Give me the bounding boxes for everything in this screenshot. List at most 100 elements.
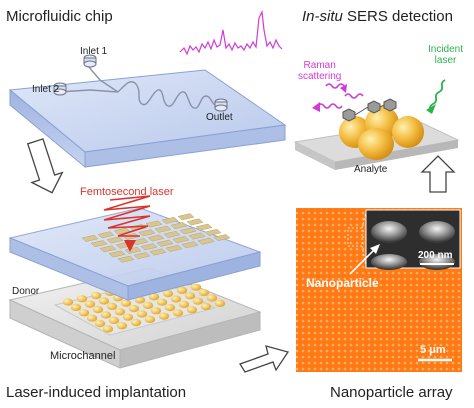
implanted-nanoparticle: [78, 309, 90, 317]
implanted-nanoparticle: [162, 290, 174, 298]
raman-label-line1: Raman: [303, 60, 336, 71]
implanted-nanoparticle: [214, 299, 226, 307]
implanted-nanoparticle: [158, 312, 170, 320]
main-scale-label: 5 μm: [420, 344, 446, 356]
implanted-nanoparticle: [164, 304, 176, 312]
implanted-nanoparticle: [100, 311, 112, 319]
implanted-nanoparticle: [90, 292, 102, 300]
incident-label-line1: Incident: [428, 44, 464, 55]
donor-film-tile: [195, 223, 213, 231]
implanted-nanoparticle: [62, 298, 74, 306]
incident-laser-label: Incident laser: [428, 44, 463, 66]
array-panel-title: Nanoparticle array: [330, 384, 453, 401]
donor-film-tile: [147, 234, 165, 242]
implanted-nanoparticle: [108, 316, 120, 324]
nanoparticle-array-micrograph: [296, 208, 462, 372]
implanted-nanoparticle: [144, 315, 156, 323]
donor-film-tile: [149, 248, 167, 256]
implanted-nanoparticle: [192, 297, 204, 305]
implanted-nanoparticle: [128, 305, 140, 313]
donor-film-tile: [204, 228, 222, 236]
donor-film-tile: [97, 231, 115, 239]
implanted-nanoparticle: [92, 306, 104, 314]
donor-film-tile: [108, 250, 126, 258]
donor-film-tile: [163, 230, 181, 238]
donor-film-tile: [170, 222, 188, 230]
implanted-nanoparticle: [136, 310, 148, 318]
femtosecond-laser-label: Femtosecond laser: [80, 186, 174, 198]
implanted-nanoparticle: [114, 308, 126, 316]
nanoparticle-label: Nanoparticle: [306, 276, 379, 290]
flow-arrow-right-icon: [239, 345, 290, 373]
donor-film-tile: [179, 227, 197, 235]
sers-title-italic: In-situ: [302, 8, 343, 25]
implanted-nanoparticle: [130, 319, 142, 327]
implanted-nanoparticle: [206, 294, 218, 302]
sers-title-rest: SERS detection: [342, 8, 453, 25]
donor-film-tile: [90, 240, 108, 248]
implanted-nanoparticle: [106, 302, 118, 310]
implanted-nanoparticle: [172, 309, 184, 317]
raman-scattering-label: Raman scattering: [298, 60, 341, 82]
donor-film-tile: [145, 220, 163, 228]
implanted-nanoparticle: [170, 295, 182, 303]
implanted-nanoparticle: [122, 313, 134, 321]
implantation-panel-title: Laser-induced implantation: [6, 384, 187, 401]
donor-film-tile: [131, 238, 149, 246]
implanted-nanoparticle: [148, 293, 160, 301]
chip-panel-title: Microfluidic chip: [6, 8, 113, 25]
implanted-nanoparticle: [102, 325, 114, 333]
implanted-nanoparticle: [134, 296, 146, 304]
implanted-nanoparticle: [184, 292, 196, 300]
implanted-nanoparticle: [120, 299, 132, 307]
inlet-2-label: Inlet 2: [32, 84, 60, 95]
donor-film-tile: [165, 244, 183, 252]
implanted-nanoparticle: [86, 314, 98, 322]
implanted-nanoparticle: [178, 300, 190, 308]
implanted-nanoparticle: [198, 289, 210, 297]
implanted-nanoparticle: [176, 286, 188, 294]
raman-label-line2: scattering: [298, 71, 342, 82]
donor-film-tile: [188, 232, 206, 240]
implanted-nanoparticle: [190, 283, 202, 291]
raman-spectrum-trace: [179, 9, 283, 56]
incident-label-line2: laser: [434, 55, 457, 66]
implanted-nanoparticle: [70, 303, 82, 311]
implanted-nanoparticle: [142, 301, 154, 309]
implanted-nanoparticle: [116, 322, 128, 330]
donor-film-tile: [124, 246, 142, 254]
donor-film-tile: [117, 255, 135, 263]
outlet-label: Outlet: [206, 112, 233, 123]
inset-scale-label: 200 nm: [418, 250, 453, 261]
donor-film-tile: [186, 218, 204, 226]
implanted-nanoparticle: [76, 295, 88, 303]
microfluidic-chip-drawing: [8, 54, 287, 169]
implantation-drawing: [8, 195, 262, 369]
inlet-1-label: Inlet 1: [80, 46, 108, 57]
donor-film-tile: [154, 225, 172, 233]
donor-label: Donor: [12, 286, 40, 297]
donor-film-tile: [181, 241, 199, 249]
flow-arrow-up-icon: [420, 155, 456, 193]
sers-panel-title: In-situ SERS detection: [302, 8, 453, 25]
implanted-nanoparticle: [84, 300, 96, 308]
analyte-label: Analyte: [354, 164, 388, 175]
implanted-nanoparticle: [200, 303, 212, 311]
flow-arrow-down-icon: [26, 138, 64, 194]
donor-film-tile: [172, 236, 190, 244]
donor-film-tile: [133, 252, 151, 260]
donor-film-tile: [81, 234, 99, 242]
donor-film-tile: [140, 243, 158, 251]
implanted-nanoparticle: [186, 306, 198, 314]
implanted-nanoparticle: [156, 298, 168, 306]
implanted-nanoparticle: [94, 320, 106, 328]
sers-detection-drawing: [293, 79, 460, 170]
microchannel-label: Microchannel: [50, 350, 116, 362]
donor-film-tile: [213, 234, 231, 242]
donor-film-tile: [138, 229, 156, 237]
donor-film-tile: [106, 236, 124, 244]
donor-film-tile: [161, 216, 179, 224]
donor-film-tile: [156, 239, 174, 247]
